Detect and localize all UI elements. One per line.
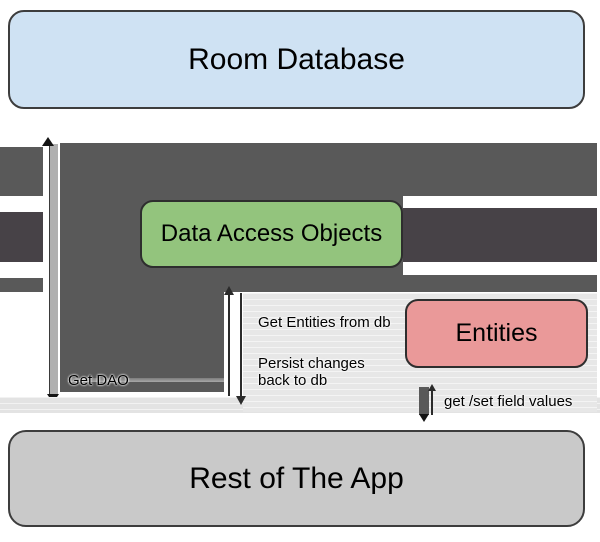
get-entities-label: Get Entities from db <box>258 314 391 331</box>
get-entities-arrow-line <box>240 293 242 397</box>
persist-changes-arrow-line <box>228 294 230 396</box>
get-dao-fat-arrow <box>49 144 58 396</box>
lower-band-left-segment <box>0 278 43 292</box>
room-database-box: Room Database <box>8 10 585 109</box>
get-dao-arrowhead-top-icon <box>42 137 54 146</box>
get-set-field-values-label: get /set field values <box>444 393 573 410</box>
persist-changes-arrowhead-icon <box>224 286 234 295</box>
room-database-label: Room Database <box>188 42 405 76</box>
rest-of-the-app-box: Rest of The App <box>8 430 585 527</box>
get-entities-arrowhead-icon <box>236 396 246 405</box>
set-field-arrowhead-down-icon <box>419 414 429 422</box>
rest-of-the-app-label: Rest of The App <box>189 461 404 495</box>
data-access-objects-label: Data Access Objects <box>160 220 383 247</box>
entities-label: Entities <box>455 319 538 347</box>
get-field-arrow-line <box>431 388 433 415</box>
get-field-arrowhead-up-icon <box>428 384 436 391</box>
get-dao-label-line <box>68 378 224 382</box>
persist-changes-label: Persist changes back to db <box>258 355 365 389</box>
set-field-fat-arrow <box>419 387 429 415</box>
top-band-left-segment <box>0 147 43 196</box>
data-access-objects-box: Data Access Objects <box>140 200 403 268</box>
middle-band-left-segment <box>0 212 43 262</box>
entities-box: Entities <box>405 299 588 368</box>
get-dao-label: Get DAO <box>68 372 129 389</box>
